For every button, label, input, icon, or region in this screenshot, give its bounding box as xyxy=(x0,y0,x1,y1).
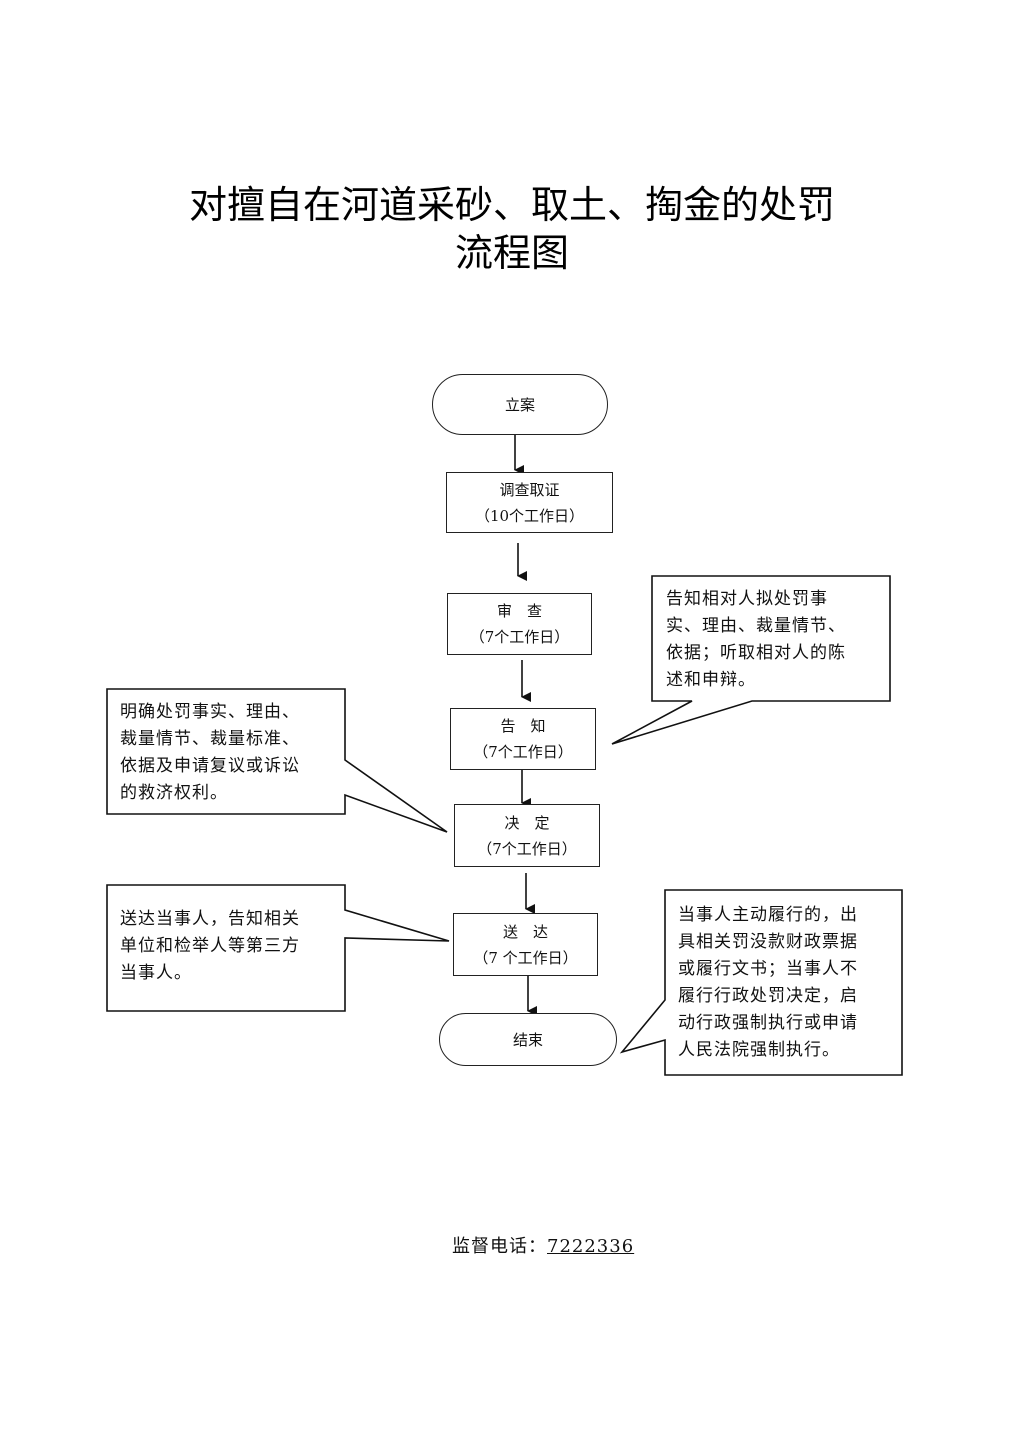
end-callout-text: 当事人主动履行的，出 具相关罚没款财政票据 或履行文书；当事人不 履行行政处罚决… xyxy=(678,902,900,1064)
end-callout-line: 或履行文书；当事人不 xyxy=(678,959,858,979)
decide-callout-text: 明确处罚事实、理由、 裁量情节、裁量标准、 依据及申请复议或诉讼 的救济权利。 xyxy=(120,699,342,807)
notify-callout-line: 实、理由、裁量情节、 xyxy=(666,616,846,636)
deliver-callout-line: 单位和检举人等第三方 xyxy=(120,936,300,956)
investigate-node: 调查取证 （10个工作日） xyxy=(446,472,613,533)
deliver-callout-text: 送达当事人，告知相关 单位和检举人等第三方 当事人。 xyxy=(120,906,342,987)
decide-callout-bubble xyxy=(106,688,448,833)
end-node: 结束 xyxy=(439,1013,617,1066)
end-callout-line: 当事人主动履行的，出 xyxy=(678,905,858,925)
decide-callout-line: 裁量情节、裁量标准、 xyxy=(120,729,300,749)
decide-callout-line: 的救济权利。 xyxy=(120,783,228,803)
deliver-node: 送 达 （7 个工作日） xyxy=(453,913,598,976)
notify-callout-text: 告知相对人拟处罚事 实、理由、裁量情节、 依据；听取相对人的陈 述和申辩。 xyxy=(666,586,886,694)
end-callout-line: 履行行政处罚决定，启 xyxy=(678,986,858,1006)
page-title: 对擅自在河道采砂、取土、掏金的处罚 xyxy=(188,183,835,227)
deliver-node-label: 送 达 xyxy=(502,922,548,941)
investigate-node-duration: （10个工作日） xyxy=(474,506,585,525)
page-subtitle: 流程图 xyxy=(454,231,569,275)
end-callout-line: 动行政强制执行或申请 xyxy=(678,1013,858,1033)
review-node-duration: （7个工作日） xyxy=(469,628,570,646)
notify-callout-line: 述和申辩。 xyxy=(666,670,756,690)
investigate-node-label: 调查取证 xyxy=(499,480,560,499)
supervision-phone: 监督电话：7222336 xyxy=(452,1232,634,1258)
supervision-phone-number[interactable]: 7222336 xyxy=(547,1236,635,1257)
notify-callout-line: 依据；听取相对人的陈 xyxy=(666,643,846,663)
decide-node-label: 决 定 xyxy=(504,813,550,832)
decide-callout-line: 明确处罚事实、理由、 xyxy=(120,702,300,722)
notify-callout-line: 告知相对人拟处罚事 xyxy=(666,589,828,609)
deliver-callout-bubble xyxy=(106,884,450,1012)
decide-node: 决 定 （7个工作日） xyxy=(454,804,600,867)
end-callout-line: 人民法院强制执行。 xyxy=(678,1040,840,1060)
notify-node-duration: （7个工作日） xyxy=(473,743,573,761)
end-node-label: 结束 xyxy=(512,1030,543,1049)
notify-node: 告 知 （7个工作日） xyxy=(450,708,596,770)
review-node: 审 查 （7个工作日） xyxy=(447,593,592,655)
decide-callout-line: 依据及申请复议或诉讼 xyxy=(120,756,300,776)
end-callout-bubble xyxy=(619,889,903,1076)
deliver-callout-line: 当事人。 xyxy=(120,963,192,983)
notify-node-label: 告 知 xyxy=(500,717,546,735)
notify-callout-bubble xyxy=(611,575,891,745)
deliver-node-duration: （7 个工作日） xyxy=(473,948,578,967)
deliver-callout-line: 送达当事人，告知相关 xyxy=(120,909,300,929)
start-node: 立案 xyxy=(432,374,608,435)
end-callout-line: 具相关罚没款财政票据 xyxy=(678,932,858,952)
decide-node-duration: （7个工作日） xyxy=(477,839,577,858)
start-node-label: 立案 xyxy=(504,395,535,414)
review-node-label: 审 查 xyxy=(496,602,542,620)
supervision-phone-label: 监督电话： xyxy=(452,1236,547,1257)
